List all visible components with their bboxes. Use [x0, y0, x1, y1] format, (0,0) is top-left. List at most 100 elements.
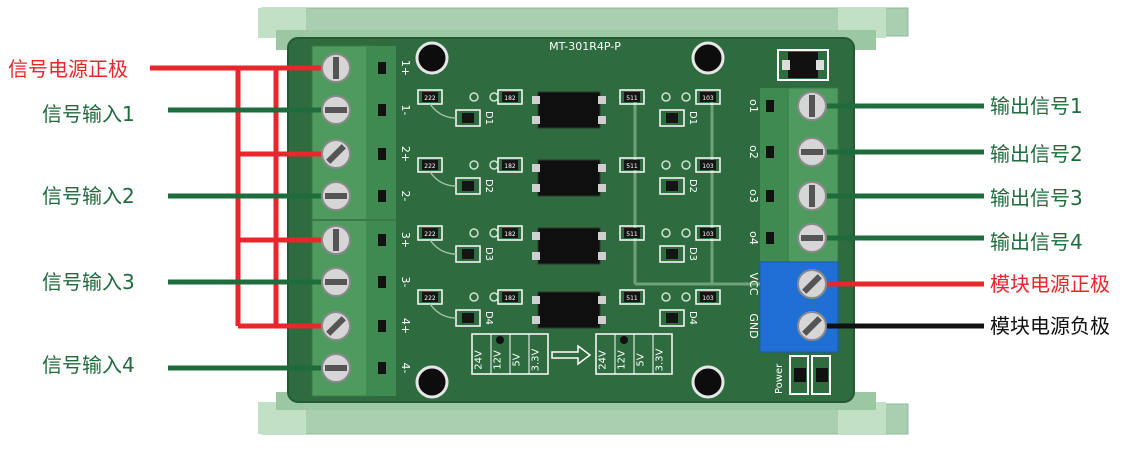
- resistor-body: [502, 228, 518, 238]
- screw-slot: [333, 229, 339, 251]
- channel-tag: D2: [483, 179, 494, 193]
- resistor-body: [502, 292, 518, 302]
- input-contact: [378, 148, 386, 160]
- input-pin-label: 3+: [399, 232, 412, 248]
- output-signal-1-label: 输出信号1: [990, 94, 1083, 118]
- channel-trace: [429, 303, 457, 319]
- input-pin-label: 4-: [399, 363, 412, 374]
- opto-pin: [532, 232, 540, 240]
- voltage-option: 3.3V: [531, 348, 542, 371]
- channel-trace: [429, 239, 457, 255]
- input-contact: [378, 104, 386, 116]
- input-pin-label: 2-: [399, 191, 412, 202]
- resistor-body: [700, 160, 716, 170]
- diode-outline: [659, 245, 685, 263]
- resistor-body: [624, 228, 640, 238]
- output-contact: [766, 100, 774, 112]
- resistor-body: [422, 292, 438, 302]
- output-terminal-block: [759, 87, 839, 353]
- test-point: [661, 92, 671, 102]
- output-signal-4-label: 输出信号4: [990, 230, 1083, 254]
- output-diode: D4: [659, 309, 698, 327]
- resistor-code: 103: [702, 95, 714, 102]
- channel-tag: D1: [687, 111, 698, 125]
- signal-input-1-label: 信号输入1: [42, 102, 135, 126]
- screw-slot: [326, 144, 346, 164]
- test-point: [489, 228, 499, 238]
- input-contact: [378, 362, 386, 374]
- power-label: Power: [774, 363, 785, 394]
- output-contact: [766, 232, 774, 244]
- input-pin-label: 1+: [399, 60, 412, 76]
- input-screw-1-: [321, 95, 351, 125]
- resistor-body: [502, 92, 518, 102]
- resistor-code: 511: [626, 95, 638, 102]
- resistor-body: [624, 292, 640, 302]
- resistor-code: 103: [702, 295, 714, 302]
- power-pin-label: VCC: [747, 273, 760, 296]
- signal-input-2-label: 信号输入2: [42, 184, 135, 208]
- resistor-code: 222: [424, 231, 436, 238]
- screw-slot: [325, 107, 347, 113]
- test-point: [469, 228, 479, 238]
- opto-pin: [598, 96, 606, 104]
- channel-trace: [429, 171, 457, 187]
- right-arrow-icon: [551, 344, 592, 366]
- resistor-outline: [695, 225, 721, 241]
- input-contact: [378, 234, 386, 246]
- power-pin-label: GND: [747, 313, 760, 338]
- input-screw-1+: [321, 53, 351, 83]
- opto-pin: [532, 184, 540, 192]
- output-screw-o1: [797, 91, 827, 121]
- resistor-out-2: 103: [695, 157, 721, 173]
- diode-outline: [659, 309, 685, 327]
- diode-body: [666, 181, 678, 191]
- resistor-code: 182: [504, 295, 516, 302]
- module-power-negative-label: 模块电源负极: [990, 314, 1110, 338]
- resistor-out-1: 511: [619, 157, 645, 173]
- channel-tag: D3: [687, 247, 698, 261]
- output-contact: [766, 190, 774, 202]
- diode-body: [462, 313, 474, 323]
- power-indicator: Power: [774, 355, 831, 395]
- resistor-code: 103: [702, 231, 714, 238]
- channel-tag: D3: [483, 247, 494, 261]
- output-pin-label: o1: [747, 99, 760, 113]
- resistor-body: [422, 92, 438, 102]
- diode-body: [666, 249, 678, 259]
- test-point: [489, 160, 499, 170]
- screw-slot: [809, 95, 815, 117]
- resistor-code: 222: [424, 295, 436, 302]
- resistor-body: [624, 92, 640, 102]
- resistor-body: [502, 160, 518, 170]
- channel-tag: D4: [687, 311, 698, 325]
- test-point: [489, 292, 499, 302]
- test-point: [489, 92, 499, 102]
- resistor-code: 182: [504, 231, 516, 238]
- diode-outline: [659, 109, 685, 127]
- input-screw-2+: [321, 139, 351, 169]
- module-power-positive-label: 模块电源正极: [990, 272, 1110, 296]
- resistor-code: 182: [504, 163, 516, 170]
- resistor-outline: [619, 157, 645, 173]
- resistor-outline: [695, 89, 721, 105]
- output-signal-2-label: 输出信号2: [990, 142, 1083, 166]
- diode-body: [666, 313, 678, 323]
- input-screw-4-: [321, 353, 351, 383]
- opto-pin: [598, 296, 606, 304]
- screw-slot: [325, 193, 347, 199]
- output-signal-3-label: 输出信号3: [990, 186, 1083, 210]
- diode-body: [462, 113, 474, 123]
- voltage-option: 3.3V: [655, 348, 666, 371]
- signal-input-3-label: 信号输入3: [42, 270, 135, 294]
- input-pin-label: 4+: [399, 318, 412, 334]
- resistor-out-1: 511: [619, 225, 645, 241]
- resistor-code: 222: [424, 163, 436, 170]
- pcb-traces: [633, 96, 760, 286]
- test-point: [661, 160, 671, 170]
- voltage-option: 5V: [636, 353, 647, 366]
